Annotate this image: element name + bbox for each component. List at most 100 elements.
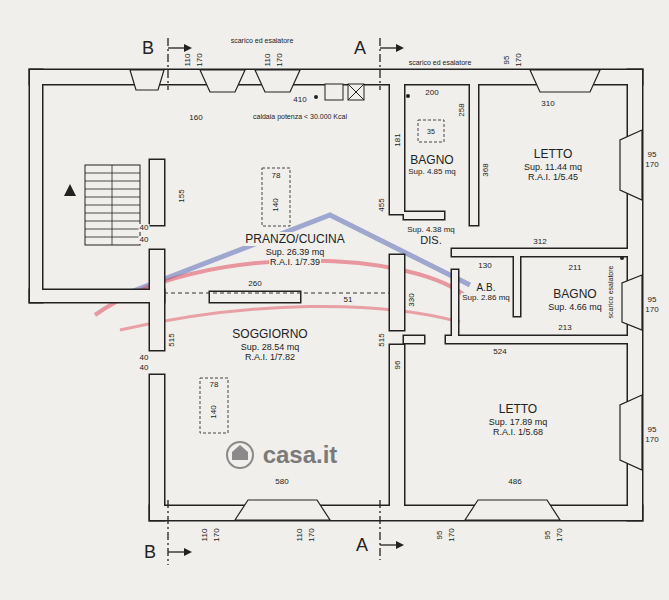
- dimension: 78: [271, 172, 282, 180]
- cut-arrow: [168, 47, 186, 48]
- dimension: 170: [644, 436, 659, 444]
- dimension: 200: [424, 89, 439, 97]
- dimension: 155: [178, 188, 186, 203]
- section-cuts: [168, 38, 404, 565]
- dimension: 312: [532, 238, 547, 246]
- room-text: Sup. 26.39 mq: [265, 247, 326, 257]
- room-area: Sup. 4.85 mq: [407, 167, 457, 176]
- bay-window: [530, 70, 600, 92]
- note-text: scarico ed esalatore: [408, 59, 473, 66]
- room-text: Sup. 11.44 mq: [523, 162, 583, 172]
- wall-fill: [30, 70, 642, 520]
- dimension: 170: [276, 52, 284, 67]
- bay-window: [255, 70, 300, 92]
- room-text: Sup. 4.38 mq: [406, 225, 456, 234]
- dimension: 140: [210, 404, 218, 419]
- dimension: 170: [308, 527, 316, 542]
- dimension: 110: [296, 528, 304, 543]
- room-text: BAGNO: [552, 287, 597, 301]
- bay-window: [200, 70, 245, 92]
- dimension: 110: [201, 528, 209, 543]
- note-text: scarico ed esalatore: [230, 37, 295, 44]
- dimension: 260: [247, 280, 262, 288]
- room-area: R.A.I. 1/7.82: [231, 352, 308, 362]
- note-text: caldaia potenza < 30.000 Kcal: [252, 113, 348, 120]
- dimension: 35: [426, 128, 436, 135]
- dimension: 95: [436, 530, 444, 541]
- room-text: R.A.I. 1/5.45: [527, 172, 579, 182]
- fixture-box: [418, 120, 444, 142]
- dimension: 170: [213, 527, 221, 542]
- dimension: 40: [139, 236, 150, 244]
- section-letter: B: [141, 39, 155, 57]
- room-area: Sup. 11.44 mq: [523, 162, 583, 172]
- dimension: 170: [644, 306, 659, 314]
- dimension: 258: [458, 102, 466, 117]
- room-area: R.A.I. 1/5.45: [523, 172, 583, 182]
- dimension: 110: [264, 53, 272, 68]
- room-area: Sup. 28.54 mq: [231, 342, 308, 352]
- bay-window: [620, 395, 642, 470]
- section-letter: A: [355, 536, 369, 554]
- room-text: A.B.: [476, 282, 497, 293]
- wall-outline: [30, 70, 642, 520]
- dimension: 170: [448, 527, 456, 542]
- room-label: SOGGIORNOSup. 28.54 mqR.A.I. 1/7.82: [231, 328, 308, 362]
- note-text: scarico esalatore: [607, 265, 614, 320]
- room-label: PRANZO/CUCINASup. 26.39 mqR.A.I. 1/7.39: [244, 233, 345, 267]
- flue: [325, 84, 343, 100]
- dimension: 110: [184, 53, 192, 68]
- bay-window: [130, 70, 164, 90]
- partition-line: [164, 293, 390, 294]
- fixture-box: [200, 378, 228, 433]
- room-text: Sup. 4.85 mq: [407, 167, 457, 176]
- room-name: A.B.: [461, 282, 511, 294]
- room-name: PRANZO/CUCINA: [244, 233, 345, 247]
- bay-window: [620, 130, 642, 200]
- flue: [348, 84, 364, 100]
- bay-window: [465, 500, 560, 520]
- flue-cross: [348, 84, 364, 100]
- fixture-box: [262, 168, 290, 226]
- dimension: 368: [482, 162, 490, 177]
- cut-arrow: [168, 551, 186, 552]
- vent-dot: [314, 95, 318, 99]
- room-text: R.A.I. 1/5.68: [492, 427, 544, 437]
- room-text: SOGGIORNO: [231, 327, 308, 341]
- dimension: 170: [196, 52, 204, 67]
- vent-dot: [406, 94, 410, 98]
- cut-line: [379, 38, 380, 90]
- dimension: 170: [644, 161, 659, 169]
- room-area: Sup. 2.86 mq: [461, 293, 511, 302]
- room-text: R.A.I. 1/7.39: [269, 257, 321, 267]
- stair-arrow: [64, 184, 76, 196]
- room-text: R.A.I. 1/7.82: [244, 352, 296, 362]
- vent-dot: [620, 256, 624, 260]
- cut-line: [379, 500, 380, 560]
- bay-windows: [130, 70, 642, 520]
- room-area: Sup. 26.39 mq: [244, 247, 345, 257]
- room-label: BAGNOSup. 4.85 mq: [407, 154, 457, 177]
- stair-treads: [85, 165, 140, 245]
- cut-arrowhead: [184, 44, 192, 52]
- dimension: 170: [556, 527, 564, 542]
- dimension: 486: [507, 478, 522, 486]
- room-text: Sup. 28.54 mq: [240, 342, 301, 352]
- dimension: 96: [394, 360, 402, 371]
- room-name: LETTO: [523, 148, 583, 162]
- dimension: 515: [168, 332, 176, 347]
- room-name: LETTO: [488, 403, 549, 417]
- dimension: 213: [557, 324, 572, 332]
- dimension: 95: [647, 296, 658, 304]
- dimension: 78: [209, 381, 220, 389]
- dimension: 140: [272, 197, 280, 212]
- room-label: BAGNOSup. 4.66 mq: [547, 288, 603, 312]
- watermark-house: [232, 445, 248, 460]
- room-text: Sup. 2.86 mq: [461, 293, 511, 302]
- room-label: LETTOSup. 11.44 mqR.A.I. 1/5.45: [523, 148, 583, 182]
- room-text: DIS.: [419, 234, 442, 246]
- room-label: Sup. 4.38 mqDIS.: [406, 225, 456, 247]
- room-text: PRANZO/CUCINA: [244, 232, 345, 246]
- room-text: Sup. 4.66 mq: [547, 302, 603, 312]
